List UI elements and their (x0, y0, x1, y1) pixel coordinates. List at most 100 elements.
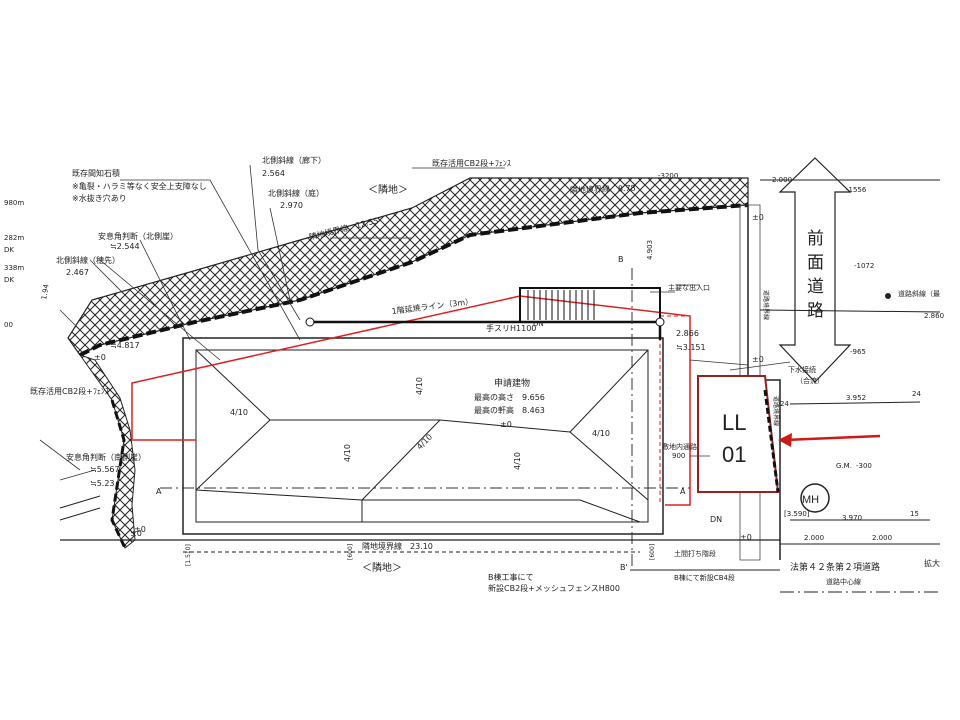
label-stone-note2: ※水抜き穴あり (72, 193, 127, 203)
label-max-eave: 最高の軒高 8.463 (474, 405, 545, 415)
label-north-eave-val: 2.564 (262, 169, 285, 178)
label-2000-bot: 2.000 (804, 534, 824, 542)
label-neighbor-bottom: ＜隣地＞ (362, 561, 402, 574)
label-b-mark: B (618, 255, 624, 264)
label-first-floor-line: 1階延焼ライン（3m） (391, 296, 474, 316)
label-boundary-1255: 隣地境界線 12.55 (308, 215, 379, 242)
label-pm0-center: ±0 (500, 420, 512, 429)
label-3952: 3.952 (846, 394, 866, 402)
label-slope-1: 4/10 (230, 408, 248, 417)
label-road-frame-1: 道路境界線 (762, 290, 770, 320)
label-north-tip: 北側斜線（穂先） (56, 255, 120, 265)
label-boundary-878: 隣地境界線 8.78 (570, 183, 636, 195)
left-val-6: 00 (4, 321, 13, 329)
label-bldg-title: 申請建物 (494, 377, 530, 389)
fire-spread-line (131, 295, 691, 506)
manhole (800, 483, 830, 513)
label-kakudai: 拡大 (924, 558, 940, 568)
label-north-tip-val: 2.467 (66, 268, 89, 277)
label-pm0-bottom-right: ±0 (740, 533, 752, 542)
left-val-4: 338m (4, 264, 24, 272)
label-mh: MH (802, 494, 819, 506)
label-slope-4: 4/10 (343, 444, 352, 462)
label-2860: 2.860 (924, 312, 944, 320)
label-5567: ≒5.567 (90, 465, 120, 474)
label-pm0-a: ±0 (94, 353, 106, 362)
label-2000-top: 2.000 (772, 176, 792, 184)
label-site-road: 敷地内通路 (662, 442, 697, 451)
left-val-1: 980m (4, 199, 24, 207)
label-1556: -1556 (846, 186, 867, 194)
label-2866: 2.866 (676, 329, 699, 338)
label-01: 01 (722, 442, 746, 467)
label-road-class: 法第４２条第２項道路 (790, 561, 880, 573)
label-earth-step: 土間打ち階段 (674, 549, 716, 558)
label-handrail: 手スリH1100 (486, 323, 536, 333)
label-600a: [600] (347, 544, 354, 560)
label-neighbor-top: ＜隣地＞ (368, 183, 408, 196)
label-boundary-2310: 隣地境界線 23.10 (362, 541, 433, 551)
label-stone-note1: ※亀裂・ハラミ等なく安全上支障なし (72, 181, 207, 191)
label-3970: 3.970 (842, 514, 862, 522)
label-pm0-right-mid: ±0 (752, 355, 764, 364)
label-safety-angle-val: ≒2.544 (110, 242, 140, 251)
label-a-left: A (156, 487, 162, 496)
label-600b: [600] (649, 544, 656, 560)
label-north-eave: 北側斜線（廊下） (262, 155, 326, 165)
label-slope-5: 4/10 (415, 432, 434, 451)
label-road-boundary: 道路斜線（最 (898, 289, 940, 298)
label-slope-3: 4/10 (592, 429, 610, 438)
label-existing-cb-left: 既存活用CB2段+ﾌｪﾝｽ (30, 386, 109, 396)
label-main-entrance: 主要な出入口 (668, 283, 710, 292)
label-300: -300 (856, 462, 872, 470)
label-1072: -1072 (854, 262, 874, 270)
label-gm: G.M. (836, 462, 852, 470)
label-2000-bot2: 2.000 (872, 534, 892, 542)
label-24b: 24 (912, 390, 921, 398)
left-val-3: DK (4, 246, 14, 254)
label-front-road-2: 面 (807, 253, 824, 272)
label-b-note2: 新設CB2段+メッシュフェンスH800 (488, 583, 620, 593)
label-road-frame-2: 道路境界線 (772, 396, 780, 426)
label-road-center: 道路中心線 (826, 577, 861, 586)
label-sewer2: （合流） (796, 376, 824, 385)
label-4817: ≒4.817 (110, 341, 140, 350)
label-max-height: 最高の高さ 9.656 (474, 392, 545, 402)
label-north-garden: 北側斜線（庭） (268, 188, 324, 198)
label-965: -965 (850, 348, 866, 356)
label-194: 1.94 (40, 283, 51, 300)
label-4903: 4.903 (646, 240, 654, 260)
building-outline (182, 337, 664, 535)
label-dn2: DN (710, 515, 722, 524)
label-front-road-4: 路 (807, 301, 824, 320)
label-slope-6: 4/10 (513, 452, 522, 470)
label-dn: DN (533, 320, 544, 328)
label-b-prime: B' (620, 563, 628, 572)
label-sewer1: 下水接続 (788, 365, 816, 374)
label-existing-stone: 既存間知石積 (72, 168, 120, 178)
front-road-arrow (778, 157, 852, 383)
label-pm0-left-low: ±0 (130, 529, 142, 538)
label-3590: [3.590] (784, 510, 810, 518)
label-1510: [1.510] (185, 544, 192, 566)
label-b-note1: B棟工事にて (488, 572, 534, 582)
label-pm0-bottom-left: ±0 (134, 525, 146, 534)
label-523: ≒5.23 (90, 479, 115, 488)
label-3151: ≒3.151 (676, 343, 706, 352)
label-pm0-right-top: ±0 (752, 213, 764, 222)
label-a-right: A (680, 487, 686, 496)
label-north-garden-val: 2.970 (280, 201, 303, 210)
label-safety-south: 安息角判断（南側崖） (66, 452, 146, 462)
label-b-cb4: B棟にて新設CB4段 (674, 573, 735, 582)
left-val-5: DK (4, 276, 14, 284)
label-15: 15 (910, 510, 919, 518)
label-slope-2: 4/10 (415, 377, 424, 395)
label-900: 900 (672, 452, 685, 460)
label-front-road-3: 道 (807, 277, 824, 296)
label-24a: 24 (780, 400, 789, 408)
label-ll: LL (722, 410, 746, 435)
label-existing-cb-top: 既存活用CB2段+ﾌｪﾝｽ (432, 158, 511, 168)
